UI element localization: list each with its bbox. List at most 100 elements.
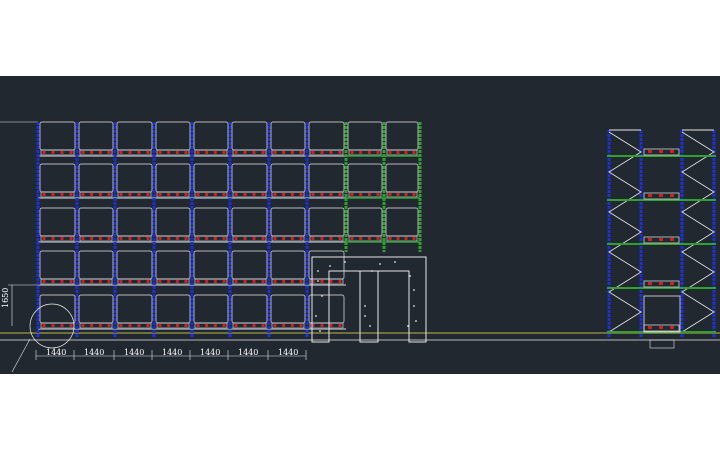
detail-leader [11, 338, 31, 373]
roller-mark [184, 151, 188, 154]
pallet-base [348, 149, 382, 156]
roller-mark [243, 237, 247, 240]
pallet-box [308, 163, 345, 193]
bay-dim-text: 1440 [46, 348, 66, 357]
concrete-speckle [329, 265, 331, 267]
pallet-base [40, 322, 75, 329]
pallet-base [271, 149, 305, 156]
pallet-box [193, 207, 229, 237]
roller-mark [290, 324, 294, 327]
pallet-box [39, 294, 76, 324]
concrete-speckle [415, 320, 417, 322]
roller-mark [213, 280, 217, 283]
roller-mark [81, 280, 85, 283]
concrete-speckle [315, 315, 317, 317]
pallet-base [232, 278, 267, 285]
pallet-box [193, 163, 229, 193]
pallet-base [194, 149, 228, 156]
pallet-base [348, 235, 382, 242]
roller-mark [282, 151, 286, 154]
pallet-base [309, 278, 344, 285]
pallet-box [78, 250, 114, 280]
roller-mark [90, 193, 94, 196]
roller-mark [42, 151, 46, 154]
roller-mark [290, 237, 294, 240]
roller-mark [69, 193, 73, 196]
roller-mark [205, 280, 209, 283]
bay-dim-text: 1440 [84, 348, 104, 357]
pallet-base [40, 235, 75, 242]
bay-dim-text: 1440 [238, 348, 258, 357]
roller-mark [167, 237, 171, 240]
roller-mark [51, 151, 55, 154]
pallet-base [79, 322, 113, 329]
roller-mark [98, 324, 102, 327]
roller-mark [252, 324, 256, 327]
roller-mark [311, 151, 315, 154]
roller-mark [167, 193, 171, 196]
side-roller [659, 150, 663, 153]
side-roller [670, 238, 674, 241]
roller-mark [196, 237, 200, 240]
roller-mark [299, 324, 303, 327]
roller-mark [98, 280, 102, 283]
pallet-base [79, 149, 113, 156]
pallet-box [155, 250, 191, 280]
roller-mark [299, 193, 303, 196]
roller-mark [412, 237, 416, 240]
roller-mark [282, 324, 286, 327]
roller-mark [273, 193, 277, 196]
roller-mark [359, 237, 363, 240]
side-roller [648, 326, 652, 329]
roller-mark [158, 193, 162, 196]
roller-mark [205, 151, 209, 154]
pallet-box [155, 163, 191, 193]
roller-mark [119, 193, 123, 196]
pallet-box [308, 207, 345, 237]
side-roller [670, 282, 674, 285]
roller-mark [158, 280, 162, 283]
roller-mark [282, 280, 286, 283]
roller-mark [311, 324, 315, 327]
roller-mark [261, 280, 265, 283]
roller-mark [69, 324, 73, 327]
pallet-box [116, 207, 153, 237]
roller-mark [412, 151, 416, 154]
roller-mark [81, 151, 85, 154]
concrete-speckle [407, 325, 409, 327]
roller-mark [107, 324, 111, 327]
concrete-speckle [409, 275, 411, 277]
roller-mark [51, 237, 55, 240]
roller-mark [107, 280, 111, 283]
pallet-box [78, 294, 114, 324]
roller-mark [222, 280, 226, 283]
pallet-box [231, 294, 268, 324]
pallet-base [309, 322, 344, 329]
pallet-box [347, 207, 383, 237]
roller-mark [60, 280, 64, 283]
roller-mark [388, 237, 392, 240]
roller-mark [338, 151, 342, 154]
roller-mark [367, 237, 371, 240]
roller-mark [107, 193, 111, 196]
pallet-box [39, 121, 76, 151]
pallet-box [116, 294, 153, 324]
pallet-base [271, 235, 305, 242]
roller-mark [128, 237, 132, 240]
roller-mark [175, 324, 179, 327]
concrete-speckle [413, 305, 415, 307]
pallet-base [156, 322, 190, 329]
pallet-box [39, 163, 76, 193]
roller-mark [60, 237, 64, 240]
roller-mark [388, 193, 392, 196]
roller-mark [404, 193, 408, 196]
roller-mark [137, 280, 141, 283]
roller-mark [146, 237, 150, 240]
roller-mark [243, 151, 247, 154]
pallet-box [347, 121, 383, 151]
roller-mark [367, 193, 371, 196]
roller-mark [222, 151, 226, 154]
roller-mark [167, 151, 171, 154]
roller-mark [273, 237, 277, 240]
